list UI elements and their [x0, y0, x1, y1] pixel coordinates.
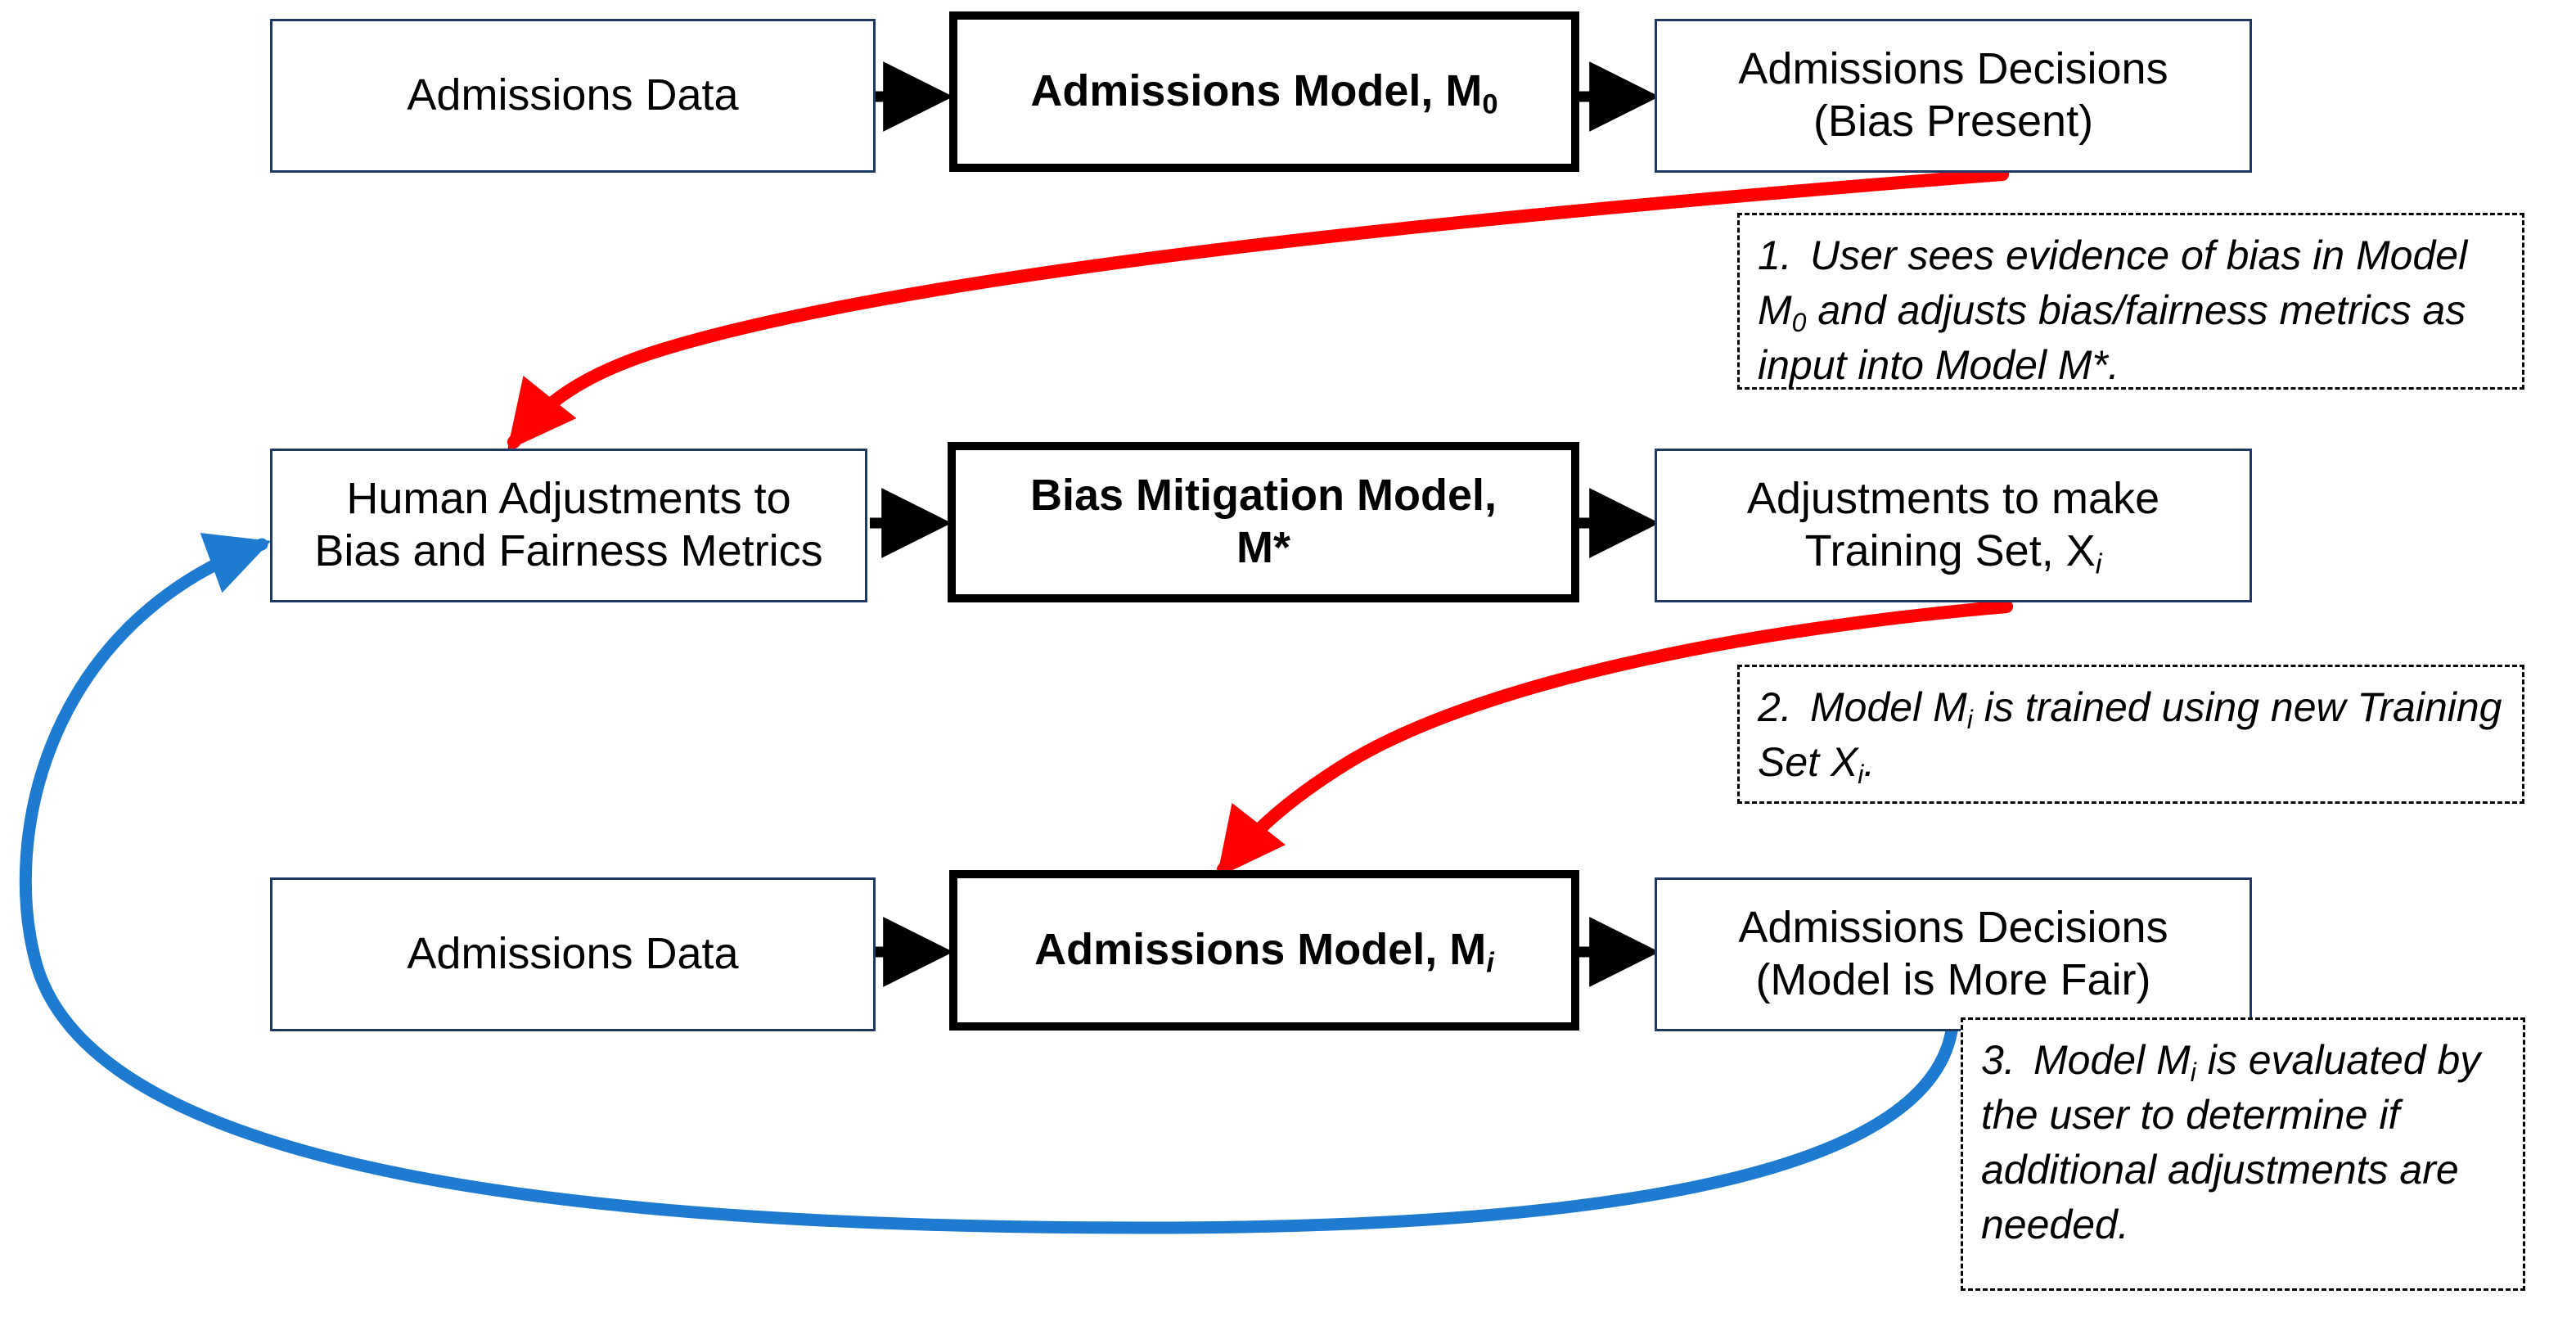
node-bias-mitigation-model[interactable]: Bias Mitigation Model,M*: [948, 442, 1579, 602]
node-admissions-data-top[interactable]: Admissions Data: [270, 19, 876, 173]
node-label-line-2: (Model is More Fair): [1755, 955, 2151, 1004]
callout-2[interactable]: 2.Model Mi is trained using new Training…: [1737, 665, 2524, 804]
node-label-line-1: Admissions Decisions: [1738, 44, 2168, 94]
node-label-subscript: i: [2095, 548, 2102, 580]
node-label: Admissions Decisions(Bias Present): [1657, 43, 2249, 147]
node-admissions-decisions-biased[interactable]: Admissions Decisions(Bias Present): [1655, 19, 2252, 173]
callout-text-b: is evaluated by the user to determine if…: [1981, 1037, 2481, 1247]
callout-subscript-2: i: [1858, 759, 1864, 789]
node-label-text: Admissions Model, M: [1034, 925, 1487, 975]
node-label: Admissions Model, M0: [957, 65, 1571, 120]
callout-number: 3.: [1981, 1037, 2015, 1083]
node-label-line-1: Bias Mitigation Model,: [1029, 471, 1497, 521]
callout-1[interactable]: 1.User sees evidence of bias in Model M0…: [1737, 213, 2524, 390]
node-label: Admissions Model, Mi: [957, 924, 1571, 979]
node-label: Admissions Data: [407, 70, 739, 120]
callout-number: 1.: [1758, 232, 1792, 278]
node-label-subscript: 0: [1482, 88, 1498, 120]
node-label-line-2: (Bias Present): [1813, 97, 2094, 146]
callout-subscript: 0: [1791, 307, 1807, 337]
callout-text-c: .: [1863, 739, 1876, 785]
node-label-line-1: Admissions Decisions: [1738, 903, 2168, 953]
node-label-line-2: Training Set, X: [1804, 526, 2096, 575]
callout-subscript-1: i: [1966, 704, 1973, 734]
node-label-line-2: M*: [1236, 523, 1290, 572]
node-admissions-data-bottom[interactable]: Admissions Data: [270, 877, 876, 1031]
node-label-subscript: i: [1486, 947, 1494, 979]
callout-text-b: is trained using new Training Set X: [1758, 684, 2502, 785]
node-label-text: Admissions Model, M: [1030, 66, 1483, 116]
callout-text-a: Model M: [2033, 1037, 2191, 1083]
node-label: Bias Mitigation Model,M*: [956, 470, 1571, 574]
callout-text-a: User sees evidence of bias in Model M: [1758, 232, 2468, 333]
callout-subscript: i: [2190, 1057, 2196, 1087]
node-label-line-2: Bias and Fairness Metrics: [314, 526, 823, 575]
callout-text-b: and adjusts bias/fairness metrics as inp…: [1758, 287, 2466, 388]
node-admissions-model-m0[interactable]: Admissions Model, M0: [949, 11, 1579, 172]
node-label-line-1: Adjustments to make: [1746, 474, 2160, 524]
node-label: Admissions Data: [407, 929, 739, 979]
callout-3[interactable]: 3. Model Mi is evaluated by the user to d…: [1961, 1017, 2525, 1291]
node-label-line-1: Human Adjustments to: [346, 474, 791, 524]
callout-number: 2.: [1758, 684, 1792, 730]
node-admissions-model-mi[interactable]: Admissions Model, Mi: [949, 870, 1579, 1031]
callout-text-a: Model M: [1810, 684, 1967, 730]
node-admissions-decisions-fair[interactable]: Admissions Decisions(Model is More Fair): [1655, 877, 2252, 1031]
node-label: Admissions Decisions(Model is More Fair): [1657, 902, 2249, 1006]
